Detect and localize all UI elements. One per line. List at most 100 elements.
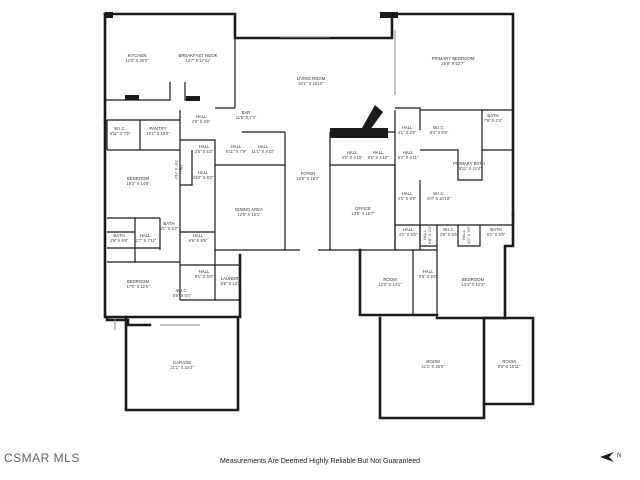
north-arrow: N <box>598 450 628 464</box>
svg-text:HALL: HALL <box>422 229 427 240</box>
svg-text:5'1" X 5'2": 5'1" X 5'2" <box>160 226 179 231</box>
svg-text:6'11" X 7'5": 6'11" X 7'5" <box>110 131 131 136</box>
svg-text:BEDROOM: BEDROOM <box>127 176 150 181</box>
svg-text:HALL: HALL <box>193 233 204 238</box>
north-label: N <box>617 453 622 459</box>
svg-text:4'1" X 2'8": 4'1" X 2'8" <box>398 130 417 135</box>
svg-text:10'1" X 10'0": 10'1" X 10'0" <box>146 131 170 136</box>
svg-text:21'1" X 24'4": 21'1" X 24'4" <box>170 365 194 370</box>
svg-text:BREAKFAST NOOK: BREAKFAST NOOK <box>178 53 217 58</box>
svg-text:8'4" X 10'10": 8'4" X 10'10" <box>427 196 451 201</box>
svg-text:HALL: HALL <box>402 191 413 196</box>
svg-text:4'9" X 5'8": 4'9" X 5'8" <box>110 238 129 243</box>
svg-text:LIVING ROOM: LIVING ROOM <box>297 76 326 81</box>
svg-text:KITCHEN: KITCHEN <box>128 53 147 58</box>
svg-text:4'9" X 6'5": 4'9" X 6'5" <box>192 119 211 124</box>
svg-text:12'6" X 18'4": 12'6" X 18'4" <box>296 176 320 181</box>
wall-fills <box>105 12 398 138</box>
room-label: W.I.C.8'4" X 6'5" <box>430 125 449 135</box>
svg-text:3'6" X 2'11": 3'6" X 2'11" <box>174 160 179 181</box>
svg-text:9'1" X 4'10": 9'1" X 4'10" <box>368 155 389 160</box>
svg-text:HALL: HALL <box>231 144 242 149</box>
svg-text:8'4" X 6'5": 8'4" X 6'5" <box>430 130 449 135</box>
svg-text:HALL: HALL <box>199 269 210 274</box>
disclaimer-text: Measurements Are Deemed Highly Reliable … <box>220 458 420 465</box>
svg-text:FOYER: FOYER <box>301 171 316 176</box>
room-label: W.I.C.4'6" X 5'4" <box>173 288 192 298</box>
mls-logo: CSMAR MLS <box>4 451 80 465</box>
rotated-room-label: HALL 6'8" X 2'0" <box>422 225 432 244</box>
svg-text:17'0" X 12'5": 17'0" X 12'5" <box>126 284 150 289</box>
svg-text:BEDROOM: BEDROOM <box>462 277 485 282</box>
svg-text:BATH: BATH <box>163 221 174 226</box>
svg-text:3'8" X 9'2": 3'8" X 9'2" <box>419 274 438 279</box>
svg-text:11'7" X 7'11": 11'7" X 7'11" <box>134 238 157 243</box>
svg-text:4'6" X 5'4": 4'6" X 5'4" <box>173 293 192 298</box>
svg-text:BEDROOM: BEDROOM <box>127 279 150 284</box>
svg-text:4'1" X 5'6": 4'1" X 5'6" <box>466 225 471 244</box>
svg-text:6'1" X 5'9": 6'1" X 5'9" <box>487 232 506 237</box>
svg-text:4'9" X 5'6": 4'9" X 5'6" <box>440 232 459 237</box>
svg-text:HALL: HALL <box>198 170 209 175</box>
svg-text:25'9" X 22'7": 25'9" X 22'7" <box>441 61 465 66</box>
svg-text:13'5" X 16'7": 13'5" X 16'7" <box>351 211 375 216</box>
svg-text:BATH: BATH <box>490 227 501 232</box>
svg-text:3'5" X 5'2": 3'5" X 5'2" <box>195 149 214 154</box>
svg-text:OFFICE: OFFICE <box>355 206 371 211</box>
svg-text:HALL: HALL <box>461 229 466 240</box>
svg-text:BATH: BATH <box>487 113 498 118</box>
svg-text:HALL: HALL <box>403 150 414 155</box>
svg-text:HALL: HALL <box>347 150 358 155</box>
svg-text:LAUNDRY: LAUNDRY <box>221 276 242 281</box>
svg-text:6'5" X 13'3": 6'5" X 13'3" <box>221 281 242 286</box>
svg-text:PRIMARY BATH: PRIMARY BATH <box>453 161 485 166</box>
svg-text:4'1" X 9'9": 4'1" X 9'9" <box>398 196 417 201</box>
svg-text:4'1" X 5'6": 4'1" X 5'6" <box>399 232 418 237</box>
svg-text:HALL: HALL <box>179 165 184 176</box>
svg-text:12'0" X 20'2": 12'0" X 20'2" <box>125 58 149 63</box>
svg-text:BATH: BATH <box>113 233 124 238</box>
svg-text:HALL: HALL <box>373 150 384 155</box>
svg-text:HALL: HALL <box>423 269 434 274</box>
room-label: W.I.C.6'11" X 7'5" <box>110 126 131 136</box>
svg-text:14'4" X 14'3": 14'4" X 14'3" <box>461 282 485 287</box>
svg-text:6'11" X 7'9": 6'11" X 7'9" <box>226 149 247 154</box>
svg-text:HALL: HALL <box>403 227 414 232</box>
svg-text:6'6" X 8'9": 6'6" X 8'9" <box>189 238 208 243</box>
svg-text:W.I.C.: W.I.C. <box>433 191 445 196</box>
rotated-room-label: HALL 4'1" X 5'6" <box>461 225 471 244</box>
svg-text:6'2" X 6'11": 6'2" X 6'11" <box>398 155 419 160</box>
svg-text:HALL: HALL <box>196 114 207 119</box>
svg-text:HALL: HALL <box>258 144 269 149</box>
